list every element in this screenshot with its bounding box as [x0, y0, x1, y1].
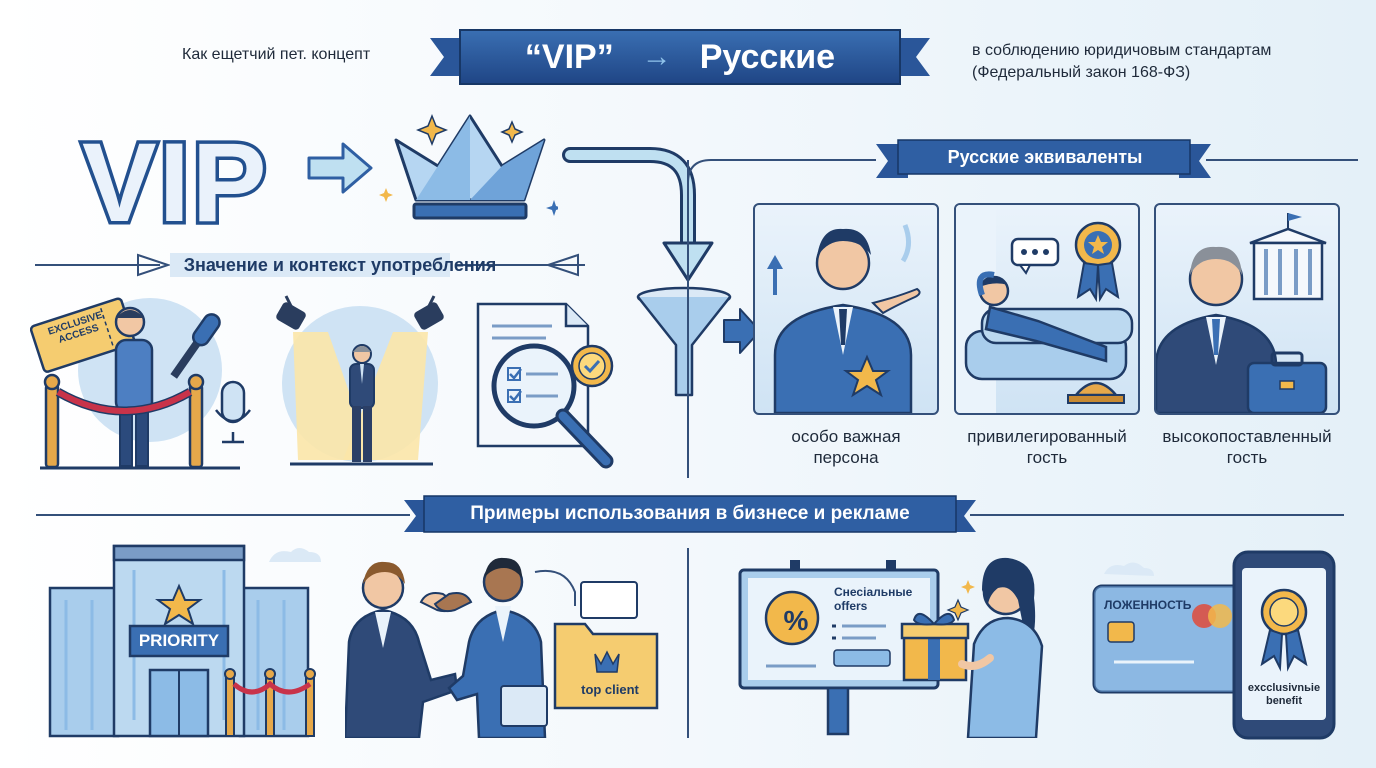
title-banner	[430, 29, 930, 85]
title-vip: “VIP”	[524, 37, 614, 76]
arrow-right-icon	[307, 142, 373, 194]
crown-icon	[379, 113, 558, 220]
document-check-illustration	[476, 302, 614, 469]
intro-right-text: в соблюдению юридичовым стандартам (Феде…	[972, 42, 1272, 81]
meaning-section-title: Значение и контекст употребления	[183, 254, 497, 275]
phone-benefit-text: excclusivnьie benefit	[1242, 682, 1326, 708]
caption-3-line2: гость	[1226, 448, 1268, 467]
equivalent-card-2	[954, 203, 1140, 415]
title-russian: Русские	[699, 37, 836, 76]
privileged-guest-icon	[956, 205, 1134, 413]
special-offers-illustration	[738, 557, 1044, 738]
billboard-percent: %	[783, 605, 809, 636]
equivalent-caption-2: привилегированный гость	[954, 426, 1140, 468]
equivalent-caption-1: особо важная персона	[753, 426, 939, 468]
handshake-illustration	[345, 557, 659, 738]
title-text: “VIP” → Русские	[430, 28, 930, 86]
equivalent-card-1	[753, 203, 939, 415]
meaning-ribbon	[35, 253, 585, 277]
card-and-phone-illustration	[1092, 550, 1336, 740]
equivalent-card-3	[1154, 203, 1340, 415]
phone-line1: excclusivnьie	[1247, 682, 1321, 694]
intro-left-text: Как ещетчий пет. концепт	[182, 46, 371, 63]
priority-sign-text: PRIORITY	[138, 631, 220, 650]
caption-1-line1: особо важная	[791, 427, 901, 446]
vip-hero-word: VIP	[79, 117, 271, 249]
caption-3-line1: высокопоставленный	[1162, 427, 1332, 446]
title-arrow: →	[641, 40, 672, 73]
vip-person-icon	[767, 224, 921, 413]
vertical-divider	[687, 548, 689, 738]
folder-label: top client	[581, 682, 639, 697]
examples-section-title: Примеры использования в бизнесе и реклам…	[470, 503, 910, 524]
billboard-line1: Снесіальные	[834, 585, 913, 599]
examples-ribbon	[36, 495, 1344, 533]
caption-2-line1: привилегированный	[967, 427, 1127, 446]
equivalents-section-title: Русские эквиваленты	[947, 146, 1143, 167]
spotlight-illustration	[276, 295, 444, 466]
billboard-line2: offers	[834, 599, 868, 613]
equivalent-caption-3: высокопоставленный гость	[1146, 426, 1348, 468]
funnel-icon	[636, 286, 761, 397]
caption-2-line2: гость	[1026, 448, 1068, 467]
equivalents-frame	[687, 139, 1358, 478]
exclusive-access-illustration	[30, 297, 251, 470]
phone-line2: benefit	[1265, 695, 1303, 707]
billboard-text: Снесіальные offers	[834, 585, 912, 613]
card-label: ЛОЖЕННОСТЬ	[1104, 598, 1192, 612]
high-ranking-guest-icon	[1156, 213, 1328, 413]
priority-building-illustration	[48, 544, 321, 738]
caption-1-line2: персона	[813, 448, 879, 467]
